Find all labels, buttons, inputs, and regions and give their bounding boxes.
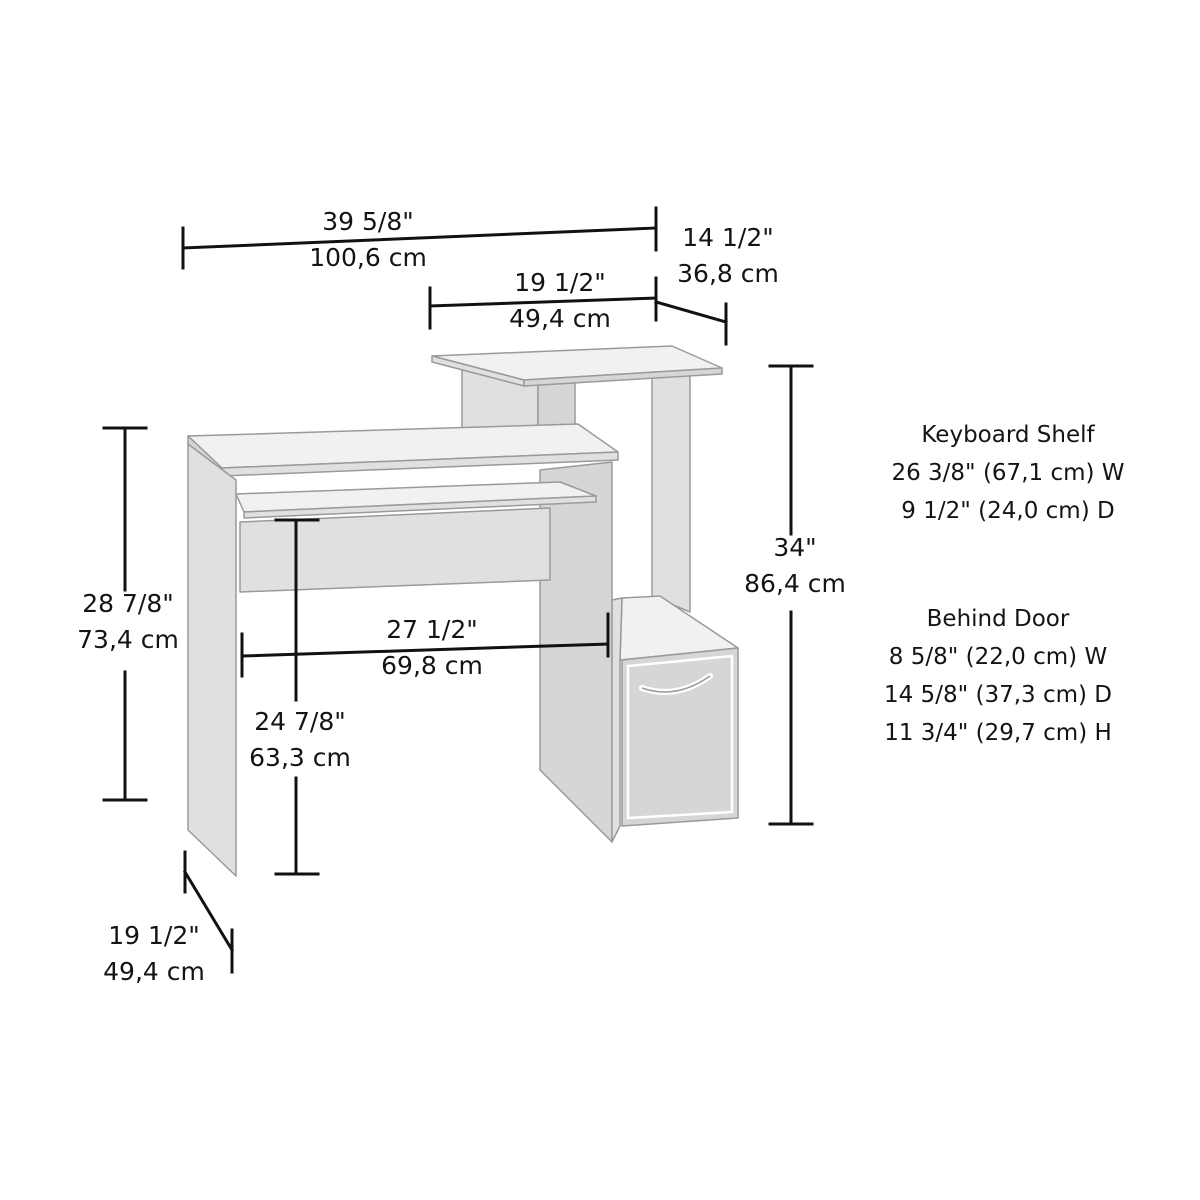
door-handle-outline [641,675,711,693]
overall-width-line [181,206,658,270]
knee-height-metric: 63,3 cm [249,743,351,772]
behind-door-height: 11 3/4" (29,7 cm) H [884,720,1112,746]
knee-height-line [274,518,320,876]
overall-height-metric: 86,4 cm [744,569,846,598]
desk-left-panel [187,443,237,877]
cabinet-door-inset [626,654,734,820]
behind-door-title: Behind Door [926,606,1070,632]
upper-shelf-side-edge [523,367,723,387]
upper-shelf-width-label: 19 1/2" 49,4 cm [480,265,640,337]
desk-height-label: 28 7/8" 73,4 cm [48,586,208,658]
overall-width-metric: 100,6 cm [309,243,427,272]
behind-door-note: Behind Door 8 5/8" (22,0 cm) W 14 5/8" (… [848,600,1148,752]
knee-width-imperial: 27 1/2" [386,615,478,644]
upper-shelf-depth-line [654,300,728,346]
overall-height-label: 34" 86,4 cm [715,530,875,602]
behind-door-depth: 14 5/8" (37,3 cm) D [883,682,1113,708]
cabinet-side [611,597,623,843]
upper-shelf-depth-imperial: 14 1/2" [682,223,774,252]
modesty-panel [239,507,551,593]
desk-height-line [102,426,148,802]
desk-depth-line [182,850,235,974]
overall-width-imperial: 39 5/8" [322,207,414,236]
desk-height-metric: 73,4 cm [77,625,179,654]
keyboard-shelf-note: Keyboard Shelf 26 3/8" (67,1 cm) W 9 1/2… [858,416,1158,530]
upper-shelf-width-imperial: 19 1/2" [514,268,606,297]
behind-door-width: 8 5/8" (22,0 cm) W [888,644,1108,670]
upper-shelf-width-line [428,276,658,330]
knee-width-label: 27 1/2" 69,8 cm [352,612,512,684]
keyboard-shelf-width: 26 3/8" (67,1 cm) W [891,460,1125,486]
desk-depth-label: 19 1/2" 49,4 cm [74,918,234,990]
upper-shelf-depth-label: 14 1/2" 36,8 cm [648,220,808,292]
overall-height-line [768,364,814,826]
upper-shelf-depth-metric: 36,8 cm [677,259,779,288]
keyboard-shelf-depth: 9 1/2" (24,0 cm) D [901,498,1115,524]
knee-height-imperial: 24 7/8" [254,707,346,736]
overall-width-label: 39 5/8" 100,6 cm [278,204,458,276]
knee-height-label: 24 7/8" 63,3 cm [220,704,380,776]
keyboard-shelf-title: Keyboard Shelf [921,422,1095,448]
knee-width-line [240,612,610,678]
overall-height-imperial: 34" [773,533,817,562]
keyboard-shelf-edge [243,495,597,519]
upper-shelf-width-metric: 49,4 cm [509,304,611,333]
desk-height-imperial: 28 7/8" [82,589,174,618]
knee-width-metric: 69,8 cm [381,651,483,680]
desk-depth-imperial: 19 1/2" [108,921,200,950]
desk-depth-metric: 49,4 cm [103,957,205,986]
